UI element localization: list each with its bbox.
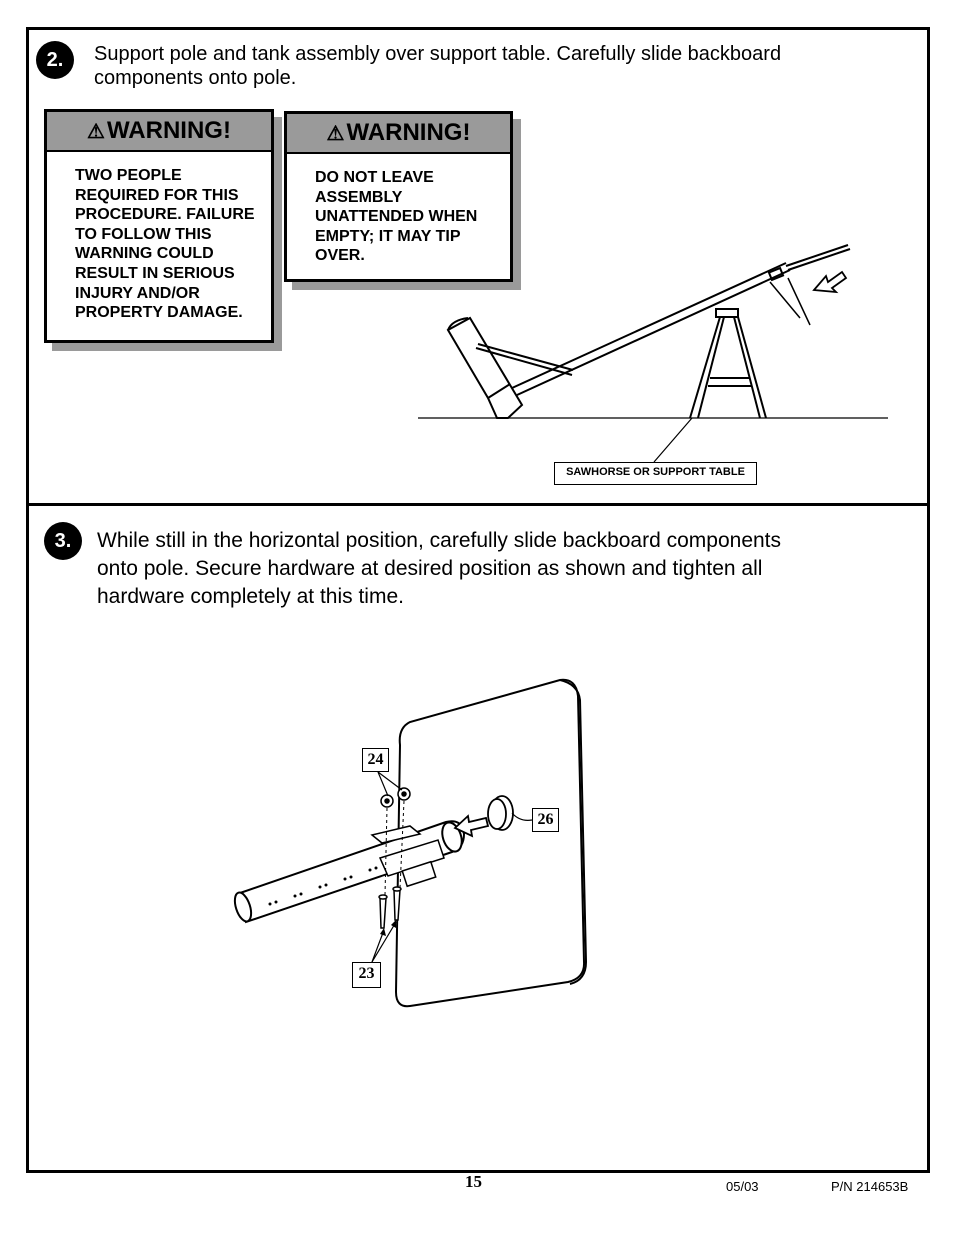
warning-line: RESULT IN SERIOUS	[75, 264, 235, 282]
bolts-23	[378, 886, 402, 929]
callout-leaders	[371, 771, 533, 963]
slide-direction-arrow-icon	[453, 814, 490, 838]
brace-arm	[769, 277, 811, 326]
callout-part-26: 26	[532, 808, 559, 832]
leader-line	[653, 417, 693, 463]
warning-line: UNATTENDED WHEN	[315, 208, 478, 226]
warning-line: ASSEMBLY	[315, 188, 403, 206]
warning-line: INJURY AND/OR	[75, 284, 200, 302]
revision-date: 05/03	[726, 1179, 759, 1194]
leader-arrowheads	[380, 920, 396, 936]
step-3-text-line3: hardware completely at this time.	[97, 585, 404, 608]
alignment-lines	[384, 800, 405, 896]
warning-title: WARNING!	[106, 117, 231, 144]
sawhorse	[689, 308, 767, 419]
step-3-text-line2: onto pole. Secure hardware at desired po…	[97, 557, 763, 580]
warning-text: TWO PEOPLE REQUIRED FOR THIS PROCEDURE. …	[75, 166, 255, 323]
warning-line: EMPTY; IT MAY TIP	[315, 227, 461, 245]
warning-line: TWO PEOPLE	[75, 167, 182, 184]
warning-header: ⚠WARNING!	[287, 114, 510, 154]
step-2-text-line1: Support pole and tank assembly over supp…	[94, 43, 782, 65]
part-number: P/N 214653B	[831, 1179, 909, 1194]
support-table-label: SAWHORSE OR SUPPORT TABLE	[554, 462, 757, 485]
warning-line: OVER.	[315, 247, 365, 265]
callout-part-23: 23	[352, 962, 381, 988]
pole-on-sawhorse-illustration	[418, 244, 888, 463]
pole-holes	[268, 866, 378, 906]
section-divider	[29, 503, 927, 506]
warning-line: PROCEDURE. FAILURE	[75, 206, 255, 224]
callout-part-24: 24	[362, 748, 389, 772]
page-number: 15	[465, 1172, 482, 1191]
warning-line: WARNING COULD	[75, 245, 214, 263]
step-2-instructions: Support pole and tank assembly over supp…	[94, 42, 781, 90]
step-2-text-line2: components onto pole.	[94, 67, 297, 89]
warning-line: DO NOT LEAVE	[315, 169, 434, 186]
end-cap-26	[487, 795, 514, 831]
step-3-instructions: While still in the horizontal position, …	[97, 527, 781, 611]
slide-direction-arrow-icon	[812, 270, 848, 294]
base-tank	[446, 316, 524, 419]
step-3-text-line1: While still in the horizontal position, …	[97, 529, 782, 552]
warning-triangle-icon: ⚠	[326, 123, 345, 145]
warning-line: PROPERTY DAMAGE.	[75, 304, 243, 322]
warning-line: TO FOLLOW THIS	[75, 225, 212, 243]
warning-header: ⚠WARNING!	[47, 112, 271, 152]
support-pole	[475, 244, 851, 396]
page-frame	[26, 27, 930, 1173]
step-3-badge: 3.	[44, 522, 82, 560]
warning-text: DO NOT LEAVE ASSEMBLY UNATTENDED WHEN EM…	[315, 168, 477, 266]
mounting-bracket	[370, 825, 445, 888]
warning-triangle-icon: ⚠	[87, 121, 105, 143]
warning-line: REQUIRED FOR THIS	[75, 186, 239, 204]
step-2-badge: 2.	[36, 41, 74, 79]
backboard	[394, 678, 588, 1008]
warning-title: WARNING!	[346, 119, 471, 146]
